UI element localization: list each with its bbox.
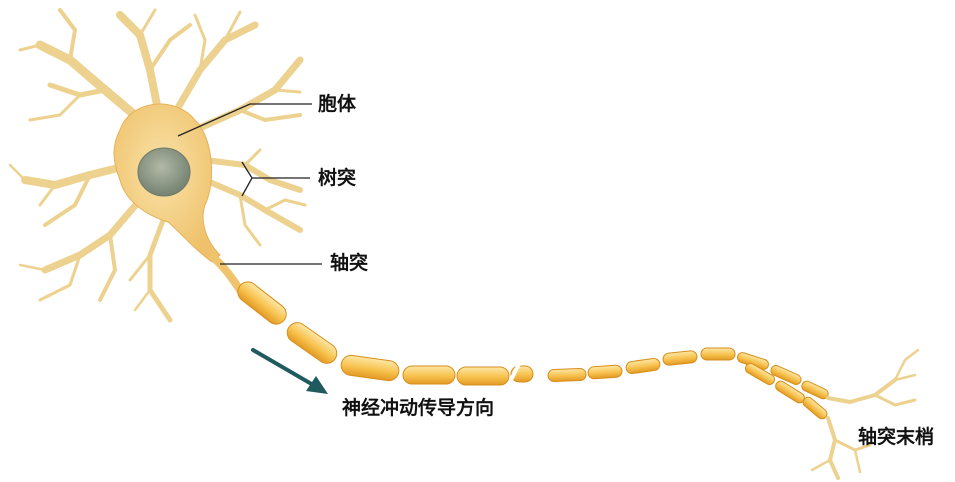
nucleus	[137, 147, 191, 197]
dendrites	[8, 8, 307, 323]
leader-dendrites	[241, 161, 310, 197]
myelin-sheath	[237, 281, 829, 420]
leader-lines	[177, 103, 322, 265]
label-axon: 轴突	[330, 252, 369, 274]
axon-terminal-branches	[810, 348, 920, 480]
axon-break	[505, 361, 547, 389]
axon-initial-segment	[210, 254, 244, 294]
label-cell-body: 胞体	[318, 93, 357, 115]
impulse-direction-arrow	[251, 348, 328, 394]
leader-cell-body	[177, 103, 312, 137]
label-impulse-direction: 神经冲动传导方向	[342, 397, 495, 419]
label-dendrites: 树突	[318, 167, 357, 189]
label-axon-terminals: 轴突末梢	[858, 426, 935, 448]
